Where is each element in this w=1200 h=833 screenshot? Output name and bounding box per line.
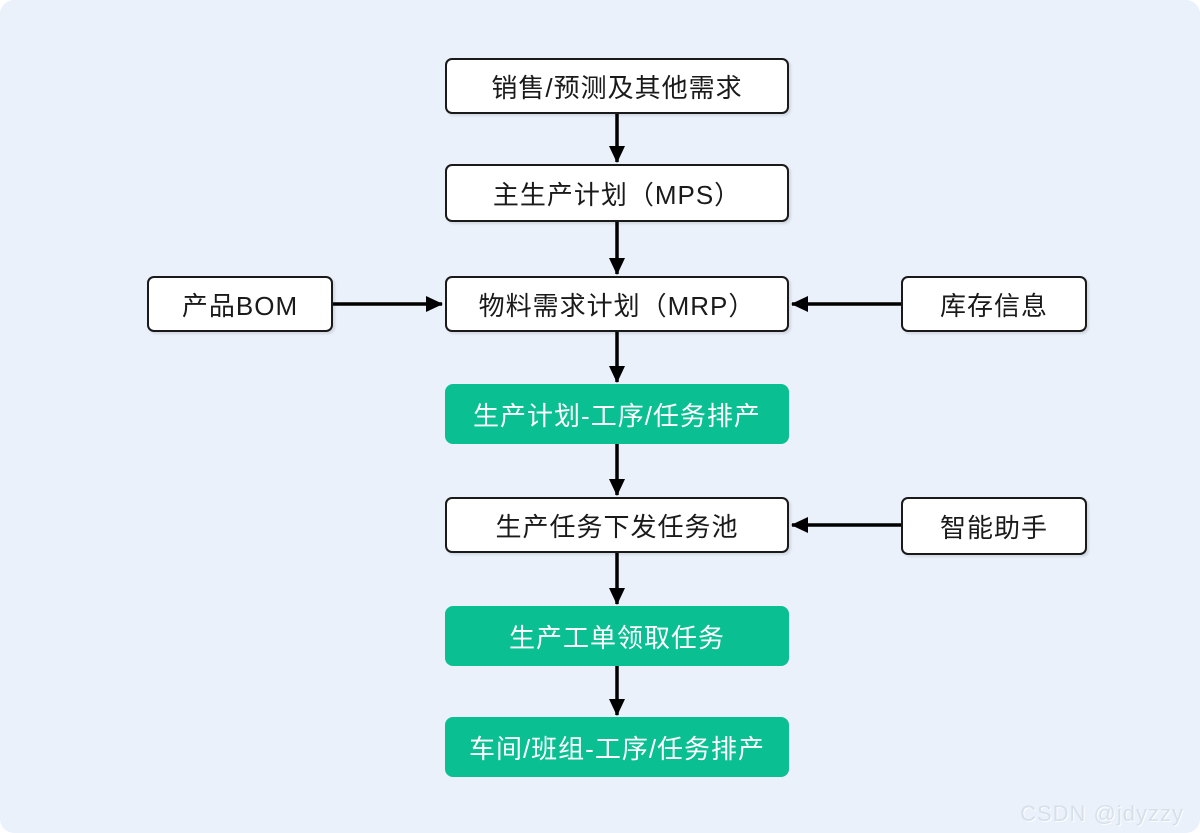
node-master-production-schedule: 主生产计划（MPS） <box>445 164 789 222</box>
node-work-order-claim-task: 生产工单领取任务 <box>445 606 789 666</box>
node-task-pool-dispatch: 生产任务下发任务池 <box>445 497 789 553</box>
node-production-plan-scheduling: 生产计划-工序/任务排产 <box>445 384 789 444</box>
watermark: CSDN @jdyzzy <box>1020 801 1184 826</box>
node-smart-assistant: 智能助手 <box>901 497 1087 555</box>
node-material-requirements-planning: 物料需求计划（MRP） <box>445 276 789 332</box>
node-inventory-info: 库存信息 <box>901 276 1087 332</box>
node-product-bom: 产品BOM <box>147 276 333 332</box>
node-sales-forecast-demand: 销售/预测及其他需求 <box>445 58 789 114</box>
node-workshop-team-scheduling: 车间/班组-工序/任务排产 <box>445 717 789 777</box>
